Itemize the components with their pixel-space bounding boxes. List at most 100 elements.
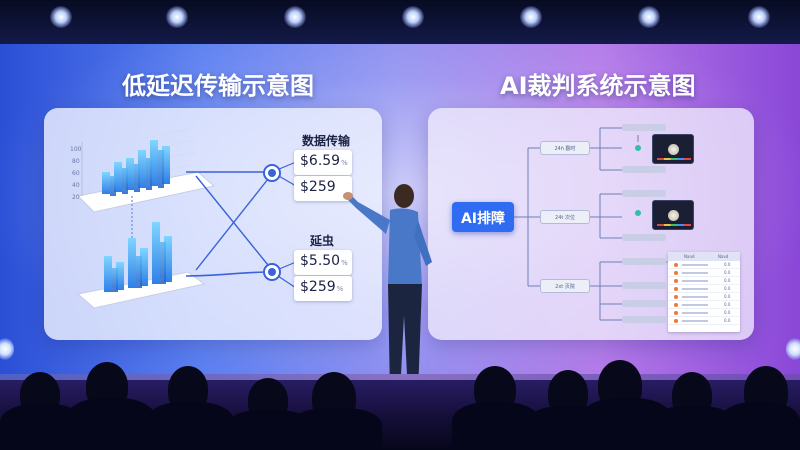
bar <box>128 238 136 288</box>
audience-member <box>290 408 382 450</box>
placeholder-bar <box>622 316 666 323</box>
price-card: $259 <box>294 176 352 201</box>
placeholder-bar <box>622 300 666 307</box>
axis-tick: 80 <box>72 158 80 165</box>
price-value: $259 <box>300 279 336 295</box>
bar <box>158 150 164 188</box>
bar <box>114 162 122 192</box>
side-light-icon <box>0 338 14 360</box>
monitor-icon <box>652 200 694 230</box>
side-light-icon <box>786 338 800 360</box>
bar <box>126 158 134 190</box>
bar <box>112 268 118 292</box>
table-cell: 0.0 <box>724 294 731 299</box>
spotlight-icon <box>284 6 306 28</box>
table-cell: 0.0 <box>724 262 731 267</box>
spotlight-icon <box>166 6 188 28</box>
price-card: $259% <box>294 276 352 301</box>
node-icon <box>635 210 641 216</box>
monitor-icon <box>652 134 694 164</box>
node-icon <box>635 145 641 151</box>
axis-tick: 20 <box>72 194 80 201</box>
table-cell: 0.0 <box>724 310 731 315</box>
tier-node: 24t 次位 <box>540 210 590 224</box>
bar <box>138 150 146 188</box>
placeholder-bar <box>622 234 666 241</box>
table-header: Nand Navd <box>668 252 740 261</box>
price-suffix: % <box>336 285 344 293</box>
lighting-rig <box>0 0 800 44</box>
table-cell: 0.0 <box>724 286 731 291</box>
spotlight-icon <box>638 6 660 28</box>
table-cell: 0.0 <box>724 270 731 275</box>
bar <box>140 248 148 286</box>
price-card: $6.59% <box>294 150 352 175</box>
upper-bars <box>102 140 170 196</box>
bar <box>146 158 152 190</box>
table-row: 0.0 <box>668 293 740 301</box>
results-table: Nand Navd 0.0 0.0 0.0 0.0 0.0 0.0 0.0 0.… <box>668 252 740 332</box>
bar <box>136 256 142 288</box>
table-row: 0.0 <box>668 277 740 285</box>
table-row: 0.0 <box>668 269 740 277</box>
link-line <box>185 271 273 277</box>
placeholder-bar <box>622 282 666 289</box>
price-value: $259 <box>300 179 336 195</box>
table-row: 0.0 <box>668 285 740 293</box>
bottom-group-title: 延虫 <box>310 234 335 248</box>
table-cell: 0.0 <box>724 278 731 283</box>
bar <box>110 176 116 196</box>
spotlight-icon <box>402 6 424 28</box>
audience-member <box>66 398 156 450</box>
bar <box>162 146 170 184</box>
spotlight-icon <box>520 6 542 28</box>
bar <box>152 222 160 284</box>
bar <box>134 164 140 192</box>
axis-tick: 60 <box>72 170 80 177</box>
presenter <box>343 184 432 398</box>
table-header-cell: Nand <box>684 254 695 259</box>
link-line <box>195 173 273 271</box>
bar <box>122 168 128 194</box>
price-value: $6.59 <box>300 153 341 169</box>
bar <box>150 140 158 186</box>
table-cell: 0.0 <box>724 302 731 307</box>
price-suffix: % <box>341 259 348 267</box>
spotlight-icon <box>748 6 770 28</box>
left-heading: 低延迟传输示意图 <box>122 72 314 100</box>
spotlight-icon <box>50 6 72 28</box>
price-card: $5.50% <box>294 250 352 275</box>
bar <box>160 242 166 284</box>
bar <box>164 236 172 282</box>
placeholder-bar <box>622 166 666 173</box>
table-row: 0.0 <box>668 301 740 309</box>
tier-node: 2xt 页院 <box>540 279 590 293</box>
top-group-title: 数据传输 <box>302 134 351 148</box>
table-header-cell: Navd <box>718 254 729 259</box>
price-value: $5.50 <box>300 253 341 269</box>
bar <box>104 256 112 292</box>
ai-center-node: AI排障 <box>452 202 514 232</box>
axis-tick: 100 <box>70 146 82 153</box>
price-suffix: % <box>341 159 348 167</box>
audience-member <box>146 402 234 450</box>
stage-edge <box>0 374 800 380</box>
audience-member <box>720 402 800 450</box>
table-row: 0.0 <box>668 261 740 269</box>
placeholder-bar <box>622 258 666 265</box>
right-heading: AI裁判系统示意图 <box>500 72 696 100</box>
axis-tick: 40 <box>72 182 80 189</box>
tier-node: 24ñ 翻时 <box>540 141 590 155</box>
audience-member <box>452 402 540 450</box>
bar <box>102 172 110 194</box>
table-row: 0.0 <box>668 317 740 325</box>
table-cell: 0.0 <box>724 318 731 323</box>
lower-platform <box>76 271 206 309</box>
table-row: 0.0 <box>668 309 740 317</box>
lower-bars <box>104 222 172 292</box>
placeholder-bar <box>622 190 666 197</box>
placeholder-bar <box>622 124 666 131</box>
bar <box>116 262 124 290</box>
